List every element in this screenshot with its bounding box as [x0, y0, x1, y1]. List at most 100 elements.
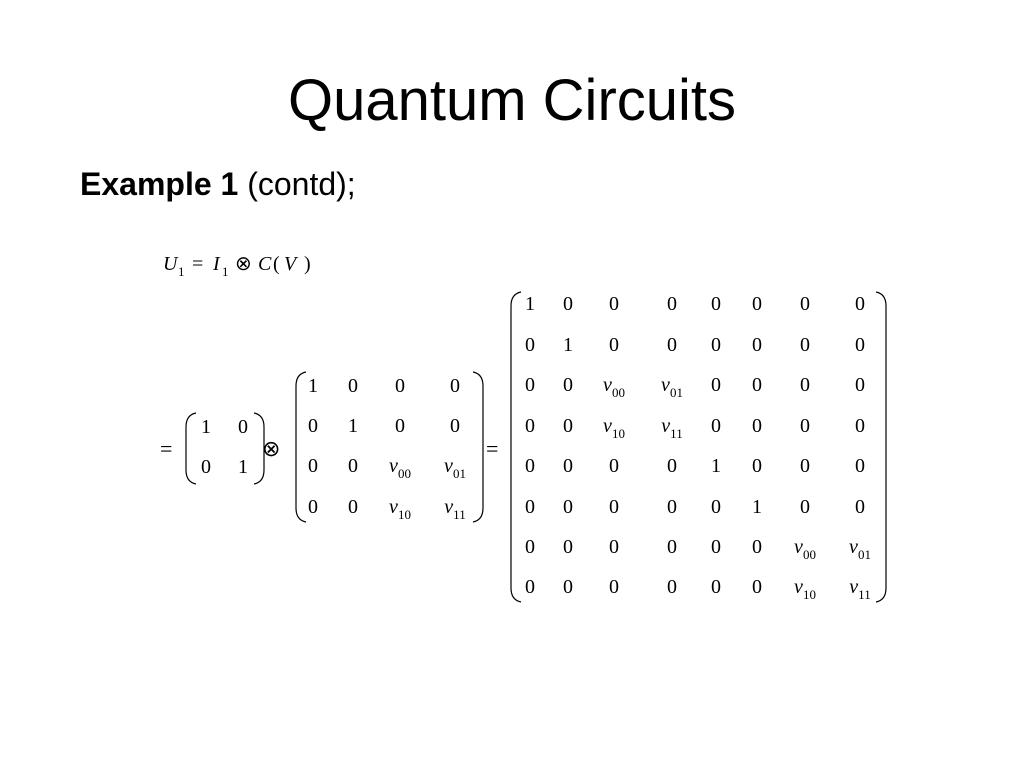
- subtitle: Example 1 (contd);: [80, 164, 356, 204]
- matrix-8x8-cell: 0: [667, 536, 677, 558]
- matrix-8x8-cell: 0: [711, 415, 721, 437]
- matrix-2x2-right-bracket: [253, 412, 265, 485]
- matrix-4x4-cell: v10: [389, 496, 411, 522]
- symbol-u-subscript: 1: [178, 264, 185, 279]
- matrix-8x8-cell: v10: [794, 576, 816, 602]
- matrix-8x8: 1 0 0 0 0 0 0 0 0 1 0 0 0 0 0 0 0 0 v00 v01 0 0 0 0 0 0 v10 v11 0 0 0 0…: [525, 293, 871, 602]
- otimes-operator: ⊗: [262, 436, 280, 461]
- matrix-8x8-cell: 0: [752, 576, 762, 598]
- matrix-8x8-cell: v00: [603, 374, 625, 400]
- matrix-8x8-cell: v01: [849, 536, 871, 562]
- matrix-8x8-cell: 0: [563, 536, 573, 558]
- matrix-8x8-cell: 0: [525, 415, 535, 437]
- matrix-8x8-cell: 0: [800, 455, 810, 477]
- matrix-8x8-cell: 0: [563, 415, 573, 437]
- matrix-4x4-cell: 0: [308, 496, 318, 518]
- matrix-8x8-cell: 0: [752, 334, 762, 356]
- equals-sign-1: =: [160, 436, 172, 461]
- left-paren: (: [273, 253, 280, 275]
- matrix-4x4-cell: 0: [395, 375, 405, 397]
- matrix-2x2-cell: 0: [238, 416, 248, 438]
- equals-sign-2: =: [486, 436, 498, 461]
- matrix-8x8-cell: 0: [752, 293, 762, 315]
- matrix-8x8-cell: 0: [609, 293, 619, 315]
- matrix-4x4-right-bracket: [472, 371, 484, 523]
- matrix-8x8-cell: 0: [711, 293, 721, 315]
- matrix-8x8-cell: 0: [800, 415, 810, 437]
- matrix-2x2-cell: 0: [201, 456, 211, 478]
- matrix-8x8-cell: 0: [667, 334, 677, 356]
- matrix-8x8-cell: 0: [609, 576, 619, 598]
- matrix-4x4-left-bracket: [295, 371, 307, 523]
- matrix-8x8-cell: 0: [711, 334, 721, 356]
- matrix-8x8-cell: 1: [563, 334, 573, 356]
- matrix-8x8-cell: 0: [855, 415, 865, 437]
- symbol-v: V: [284, 253, 299, 275]
- subtitle-rest: (contd);: [238, 166, 356, 202]
- otimes-symbol: ⊗: [235, 253, 252, 275]
- matrix-8x8-cell: 0: [525, 334, 535, 356]
- matrix-8x8-cell: 0: [711, 536, 721, 558]
- matrix-4x4-cell: 0: [348, 455, 358, 477]
- matrix-8x8-cell: 0: [800, 496, 810, 518]
- equation-lhs: U 1 = I 1 ⊗ C ( V ): [163, 253, 311, 279]
- matrix-8x8-cell: 0: [711, 576, 721, 598]
- matrix-8x8-cell: 0: [855, 374, 865, 396]
- matrix-8x8-cell: 0: [752, 536, 762, 558]
- matrix-8x8-cell: 1: [752, 496, 762, 518]
- matrix-8x8-cell: 0: [800, 293, 810, 315]
- matrix-4x4-cell: 0: [308, 415, 318, 437]
- slide-title: Quantum Circuits: [287, 68, 737, 133]
- matrix-8x8-cell: 1: [525, 293, 535, 315]
- matrix-4x4-cell: 1: [308, 375, 318, 397]
- matrix-2x2-cell: 1: [238, 456, 248, 478]
- symbol-u: U: [163, 253, 179, 275]
- matrix-8x8-cell: 0: [855, 293, 865, 315]
- matrix-8x8-cell: 0: [711, 374, 721, 396]
- matrix-8x8-cell: 0: [563, 293, 573, 315]
- matrix-8x8-right-bracket: [875, 291, 887, 603]
- matrix-8x8-cell: 0: [667, 455, 677, 477]
- matrix-8x8-cell: 0: [525, 496, 535, 518]
- matrix-8x8-cell: 0: [800, 334, 810, 356]
- matrix-4x4-cell: 1: [348, 415, 358, 437]
- matrix-8x8-cell: 0: [609, 334, 619, 356]
- matrix-8x8-cell: v10: [603, 415, 625, 441]
- matrix-4x4-cell: 0: [348, 375, 358, 397]
- matrix-8x8-cell: 0: [563, 576, 573, 598]
- matrix-4x4-cell: 0: [450, 415, 460, 437]
- matrix-8x8-cell: 0: [563, 374, 573, 396]
- matrix-8x8-cell: 0: [800, 374, 810, 396]
- matrix-4x4-cell: 0: [395, 415, 405, 437]
- symbol-c: C: [258, 253, 272, 275]
- matrix-8x8-cell: 0: [667, 293, 677, 315]
- matrix-8x8-cell: 0: [752, 415, 762, 437]
- subtitle-bold: Example 1: [80, 166, 239, 202]
- matrix-8x8-cell: v11: [661, 415, 682, 441]
- matrix-4x4-cell: v01: [444, 455, 466, 481]
- matrix-8x8-cell: 0: [525, 576, 535, 598]
- matrix-8x8-left-bracket: [510, 291, 522, 603]
- matrix-8x8-cell: 0: [855, 455, 865, 477]
- matrix-8x8-cell: 0: [563, 496, 573, 518]
- matrix-4x4-cell: 0: [308, 455, 318, 477]
- matrix-2x2: 1 0 0 1: [201, 416, 248, 478]
- matrix-8x8-cell: 0: [752, 374, 762, 396]
- matrix-4x4-cell: 0: [348, 496, 358, 518]
- symbol-i: I: [212, 253, 221, 275]
- matrix-4x4-cell: v11: [444, 496, 465, 522]
- matrix-2x2-left-bracket: [185, 412, 197, 485]
- matrix-8x8-cell: 0: [855, 334, 865, 356]
- equals-sign: =: [192, 253, 203, 275]
- matrix-4x4-cell: v00: [389, 455, 411, 481]
- matrix-8x8-cell: 0: [667, 576, 677, 598]
- matrix-2x2-cell: 1: [201, 416, 211, 438]
- symbol-i-subscript: 1: [222, 264, 229, 279]
- matrix-8x8-cell: v11: [849, 576, 870, 602]
- matrix-8x8-cell: 0: [711, 496, 721, 518]
- matrix-8x8-cell: 0: [525, 374, 535, 396]
- matrix-8x8-cell: 0: [609, 455, 619, 477]
- matrix-8x8-cell: 0: [609, 536, 619, 558]
